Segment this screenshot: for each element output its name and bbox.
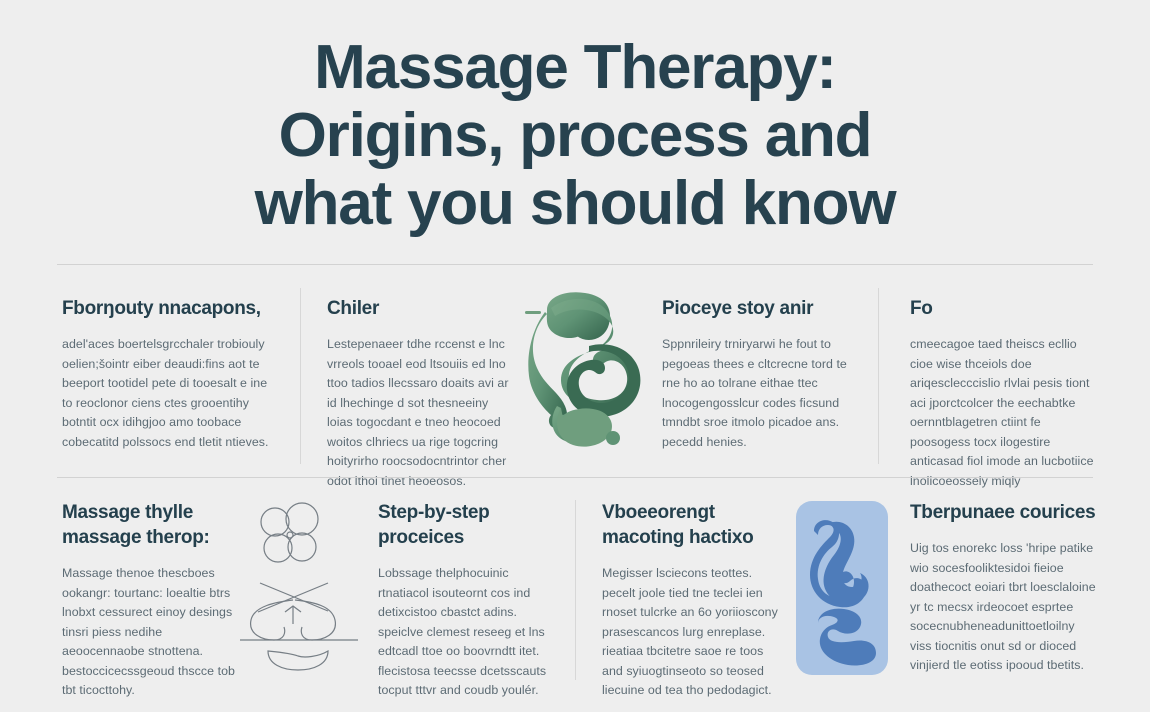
top-column-1-heading: Fborŋouty nnacapons, [62,298,261,319]
top-column-3-heading: Pioceye stoy anir [662,298,814,319]
page-title-line-3: what you should know [254,169,897,238]
top-column-4-body: cmeecagoe taed theiscs ecllio cioe wise … [910,337,1094,488]
divider-vertical-top-2 [878,288,879,464]
bottom-column-1: Massage thylle massage therop: Massage t… [62,500,242,701]
bottom-column-3-heading: Vboeeorengt macoting hactixo [602,502,754,548]
page-title: Massage Therapy: Origins, process and wh… [0,34,1150,238]
divider-vertical-bottom-1 [575,500,576,680]
bottom-column-3: Vboeeorengt macoting hactixo Megisser ls… [602,500,782,701]
abstract-blue-panel [796,501,888,675]
abstract-line-sketch-icon [240,502,358,671]
top-column-2: Chiler Lestepenaeer tdhe rccenst e lnc v… [327,296,512,491]
bottom-column-2: Step-by-step proceices Lobssage thelphoc… [378,500,560,701]
divider-top [57,264,1093,265]
divider-middle [57,477,1093,478]
top-column-1-body: adel'aces boertelsgrcchaler trobiouly oe… [62,337,269,449]
bottom-column-2-body: Lobssage thelphocuinic rtnatiacol isoute… [378,566,547,697]
top-column-2-body: Lestepenaeer tdhe rccenst e lnc vrreols … [327,337,509,488]
abstract-blue-shape-icon [810,520,876,666]
bottom-column-2-heading: Step-by-step proceices [378,502,490,548]
abstract-serpent-icon [525,292,641,447]
bottom-column-1-heading: Massage thylle massage therop: [62,502,210,548]
page-title-line-2: Origins, process and [278,101,873,170]
page-title-line-1: Massage Therapy: [314,33,837,102]
top-column-2-heading: Chiler [327,298,380,319]
divider-vertical-top-1 [300,288,301,464]
top-column-3: Pioceye stoy anir Sppnrileiry trniryarwi… [662,296,858,452]
abstract-line-sketch-graphic [240,500,358,680]
top-column-3-body: Sppnrileiry trniryarwi he fout to pegoea… [662,337,847,449]
abstract-serpent-graphic [515,288,655,463]
bottom-column-4-heading: Tberpunaee courices [910,502,1096,523]
bottom-column-4: Tberpunaee courices Uig tos enorekc loss… [910,500,1096,676]
top-column-1: Fborŋouty nnacapons, adel'aces boertelsg… [62,296,274,452]
bottom-column-4-body: Uig tos enorekc loss 'hripe patike wio s… [910,541,1096,672]
bottom-column-1-body: Massage thenoe thescboes ookangr: tourta… [62,566,235,697]
top-column-4-heading: Fo [910,298,933,319]
bottom-column-3-body: Megisser lsciecons teottes. pecelt joole… [602,566,778,697]
top-column-4: Fo cmeecagoe taed theiscs ecllio cioe wi… [910,296,1096,491]
